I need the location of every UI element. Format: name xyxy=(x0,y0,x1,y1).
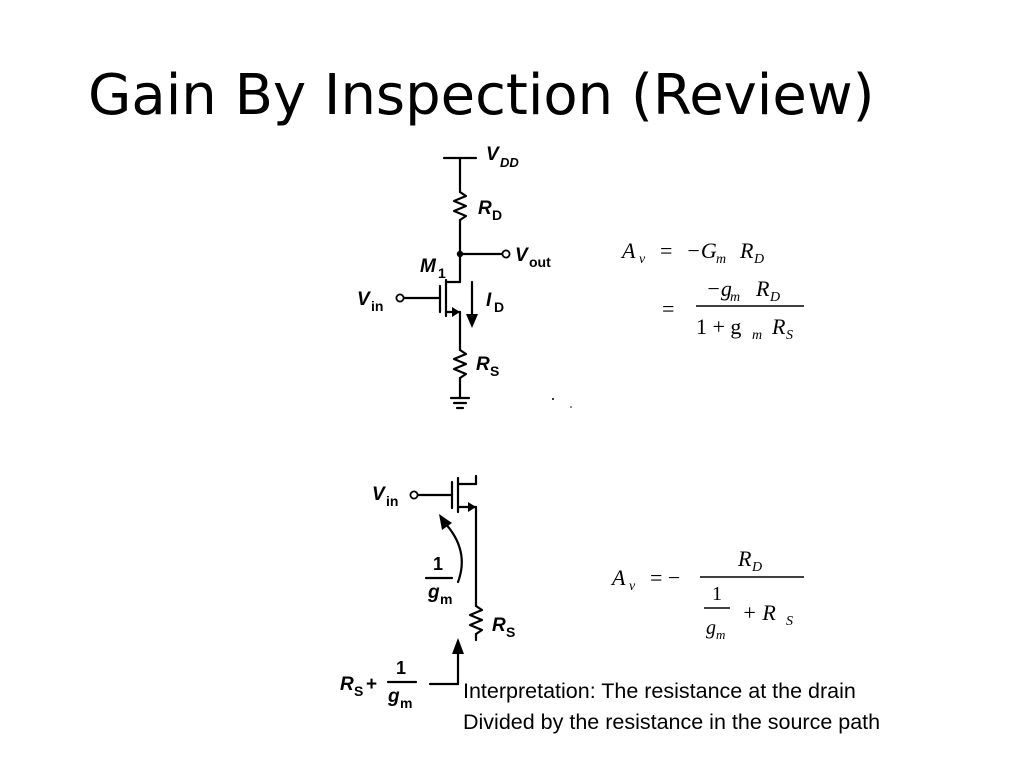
vin2-terminal xyxy=(409,490,419,500)
vin-terminal xyxy=(395,293,405,303)
vdd-sub: DD xyxy=(500,155,519,170)
eq2-num-sub: D xyxy=(751,560,762,575)
rs-plus-r: R xyxy=(340,674,354,695)
id-arrow-head xyxy=(466,314,478,328)
rs2-resistor xyxy=(468,604,484,636)
rs-plus-g-sub: m xyxy=(400,695,412,711)
interpretation-line-2: Divided by the resistance in the source … xyxy=(463,710,881,734)
eq2-av-sub: v xyxy=(629,579,636,594)
source-impedance-arrowhead xyxy=(439,514,452,530)
eq1-gm-sub: m xyxy=(716,252,726,267)
vin-label: V xyxy=(357,289,371,310)
one-over-gm-g: g xyxy=(427,582,440,603)
eq2-num-r: R xyxy=(737,546,752,571)
rd-label: R xyxy=(478,198,492,219)
rs2-sub: S xyxy=(506,624,515,640)
speck xyxy=(552,398,554,400)
eq2-den-one: 1 xyxy=(712,583,722,605)
source-impedance-arrow xyxy=(442,520,463,584)
eq2-den-rs: + R xyxy=(742,600,776,625)
eq1b-num-gm-sub: m xyxy=(730,290,740,305)
equation-gain-1: A v = −G m R D = −g m R D 1 + g m R S xyxy=(620,238,804,343)
eq1b-num-rd-sub: D xyxy=(769,290,780,305)
circuit-source-impedance: V in 1 g m R S R S + 1 xyxy=(340,474,515,711)
vout-terminal xyxy=(501,249,511,259)
eq1-av: A xyxy=(620,238,636,263)
speck xyxy=(570,406,572,408)
m1-label: M xyxy=(420,256,437,277)
vin-sub: in xyxy=(371,298,383,314)
eq1-equals: = xyxy=(660,238,672,263)
rs-resistor xyxy=(452,348,468,380)
eq2-den-rs-sub: S xyxy=(786,614,793,629)
eq1b-num-rd: R xyxy=(755,276,770,301)
rs2-label: R xyxy=(492,615,506,636)
eq1-av-sub: v xyxy=(639,252,646,267)
rs-sub: S xyxy=(490,363,499,379)
id-label: I xyxy=(486,290,492,311)
id-sub: D xyxy=(494,299,504,315)
rs-plus-one: 1 xyxy=(396,658,406,678)
eq2-den-g-sub: m xyxy=(716,627,725,642)
rs-plus-sign: + xyxy=(366,674,377,695)
equation-gain-2: A v = − R D 1 g m + R S xyxy=(610,546,804,642)
vout-sub: out xyxy=(529,254,551,270)
one-over-gm-sub: m xyxy=(440,591,452,607)
rs-plus-g: g xyxy=(387,686,400,707)
m1-source-arrow xyxy=(452,307,460,317)
eq1b-den-1: 1 + g xyxy=(696,314,741,339)
eq1-rd-sub: D xyxy=(753,252,764,267)
eq2-equals: = − xyxy=(650,565,680,590)
rd-resistor xyxy=(452,190,468,222)
eq2-av: A xyxy=(610,565,626,590)
eq1b-den-rs: R xyxy=(771,314,786,339)
up-arrow-head xyxy=(452,638,464,654)
eq1b-equals: = xyxy=(662,296,674,321)
circuit-common-source-degenerated: V DD R D V out M 1 xyxy=(357,144,572,410)
rs-label: R xyxy=(476,354,490,375)
vdd-label: V xyxy=(486,144,500,165)
rs-plus-sub: S xyxy=(354,683,363,699)
rd-sub: D xyxy=(492,207,502,223)
eq1b-den-rs-sub: S xyxy=(786,328,793,343)
eq2-den-g: g xyxy=(706,617,716,639)
vin2-sub: in xyxy=(386,493,398,509)
interpretation-text: Interpretation: The resistance at the dr… xyxy=(463,676,880,738)
one-over-gm-num: 1 xyxy=(433,554,443,574)
vin2-label: V xyxy=(372,484,386,505)
eq1b-num-gm: −g xyxy=(706,276,732,301)
slide-title: Gain By Inspection (Review) xyxy=(88,63,875,128)
eq1-gm: −G xyxy=(686,238,717,263)
vout-label: V xyxy=(515,245,529,266)
eq1b-den-gm-sub: m xyxy=(752,328,762,343)
m1-sub: 1 xyxy=(438,265,446,281)
interpretation-line-1: Interpretation: The resistance at the dr… xyxy=(463,679,856,703)
eq1-rd: R xyxy=(739,238,754,263)
m2-source-arrow xyxy=(468,502,476,512)
